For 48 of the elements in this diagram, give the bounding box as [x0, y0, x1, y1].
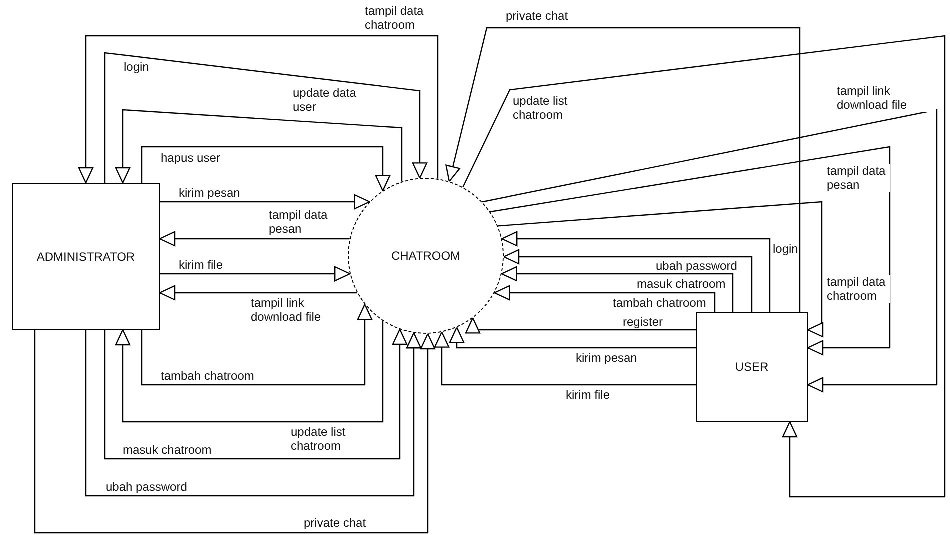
edge-label: kirim pesan [178, 186, 242, 200]
arrow [141, 146, 391, 192]
arrow [115, 109, 403, 184]
arrow [159, 285, 358, 301]
edge-label: login [772, 242, 800, 256]
edge-label: private chat [303, 516, 368, 530]
arrow [434, 332, 696, 386]
arrow [160, 194, 370, 210]
arrow [104, 52, 428, 183]
edge-label: kirim file [565, 388, 611, 402]
arrow [482, 109, 938, 393]
arrow [503, 249, 753, 312]
edge-label: tambah chatroom [612, 296, 708, 310]
external-entity-box: ADMINISTRATOR [12, 183, 160, 330]
edge-label: update data user [292, 86, 374, 114]
edge-label: tampil data pesan [826, 164, 890, 192]
arrow [502, 231, 771, 312]
arrow [498, 201, 824, 338]
edge-label: private chat [505, 9, 570, 23]
edge-label: tampil data chatroom [826, 275, 890, 303]
arrow [449, 327, 696, 349]
arrow [490, 146, 891, 356]
edge-label: kirim file [178, 258, 224, 272]
arrow [462, 35, 946, 498]
edge-label: ubah password [655, 259, 738, 273]
external-entity-box: USER [696, 312, 808, 422]
arrow [501, 266, 734, 312]
arrow [141, 304, 373, 386]
edge-label: login [123, 60, 150, 74]
edge-label: ubah password [105, 480, 188, 494]
edge-label: masuk chatroom [636, 277, 727, 291]
edge-label: register [622, 315, 664, 329]
edge-label: masuk chatroom [122, 443, 213, 457]
edge-label: kirim pesan [575, 351, 638, 365]
arrow [159, 231, 350, 247]
edge-label: hapus user [160, 151, 222, 165]
arrow [115, 321, 384, 423]
edge-label: tambah chatroom [160, 369, 256, 383]
arrow [465, 318, 696, 334]
process-circle: CHATROOM [348, 178, 504, 334]
arrow [494, 285, 716, 312]
arrow [78, 35, 439, 184]
arrow [446, 27, 801, 312]
arrow [160, 266, 351, 282]
arrow [104, 328, 408, 460]
arrow [85, 330, 422, 497]
arrow [34, 330, 436, 534]
edge-label: tampil link download file [836, 84, 936, 112]
